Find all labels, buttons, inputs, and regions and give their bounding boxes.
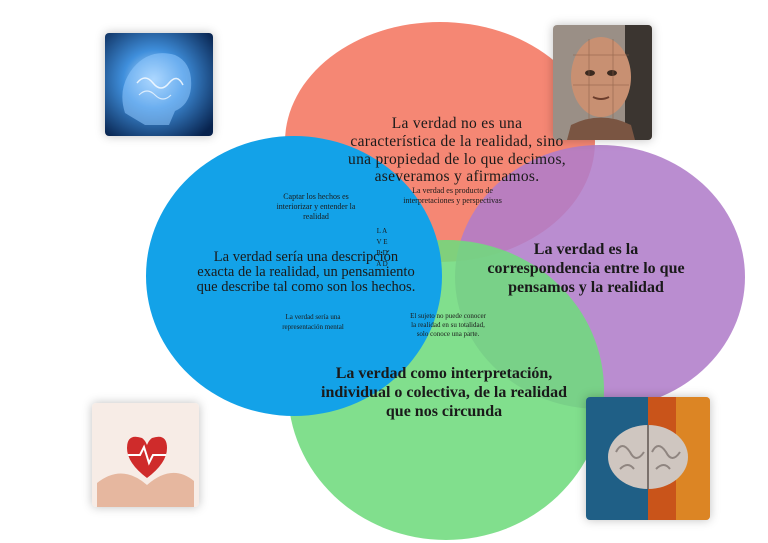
blue-circle-text: La verdad sería una descripción exacta d… [196, 249, 416, 296]
green-circle-text: La verdad como interpretación, individua… [321, 365, 567, 421]
purple-circle-text: La verdad es la correspondencia entre lo… [487, 241, 685, 297]
puzzle-face-icon [553, 25, 652, 140]
brain-digital-photo [105, 33, 213, 136]
brain-fire-photo [586, 397, 710, 520]
note-producto: La verdad es producto de interpretacione… [403, 186, 502, 205]
red-circle-text: La verdad no es una característica de la… [348, 115, 566, 186]
note-captar: Captar los hechos es interiorizar y ente… [276, 192, 356, 221]
brain-fire-icon [586, 397, 710, 520]
heart-hands-icon [92, 403, 199, 507]
puzzle-face-photo [553, 25, 652, 140]
note-mental: La verdad sería una representación menta… [282, 313, 344, 331]
brain-digital-icon [105, 33, 213, 136]
heart-hands-photo [92, 403, 199, 507]
note-vertical: L A V E R D A D [376, 227, 388, 268]
note-sujeto: El sujeto no puede conocer la realidad e… [410, 312, 486, 339]
blue-circle [146, 136, 442, 416]
